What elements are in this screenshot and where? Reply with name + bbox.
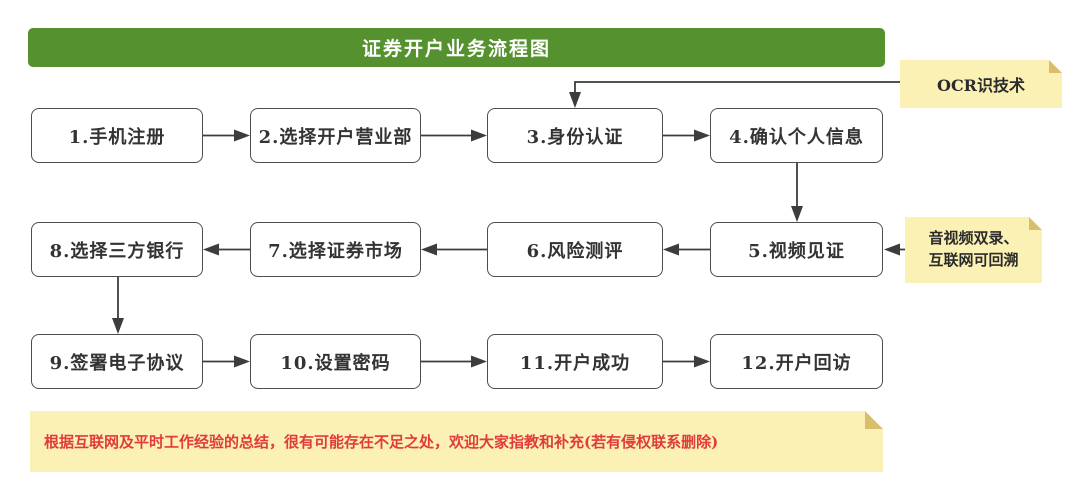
sticky-note-ocr: OCR识技术 [900, 60, 1062, 108]
flow-node-6-risk-assessment: 6.风险测评 [487, 222, 663, 277]
arrow-node3-node4 [663, 129, 710, 142]
flow-node-7-choose-market: 7.选择证券市场 [250, 222, 421, 277]
note-fold-corner-icon [1029, 217, 1042, 230]
sticky-note-disclaimer: 根据互联网及平时工作经验的总结，很有可能存在不足之处，欢迎大家指教和补充(若有侵… [30, 411, 883, 472]
flow-node-10-set-password: 10.设置密码 [250, 334, 421, 389]
note-fold-corner-icon [1049, 60, 1062, 73]
flow-node-8-choose-bank: 8.选择三方银行 [31, 222, 203, 277]
flow-node-12-follow-up-visit: 12.开户回访 [710, 334, 883, 389]
flow-node-9-sign-agreement: 9.签署电子协议 [31, 334, 203, 389]
sticky-note-video-text: 音视频双录、 互联网可回溯 [928, 229, 1019, 269]
flow-node-2-choose-branch: 2.选择开户营业部 [250, 108, 421, 163]
diagram-title-bar: 证券开户业务流程图 [28, 28, 885, 67]
flow-node-4-confirm-info: 4.确认个人信息 [710, 108, 883, 163]
flow-node-5-video-witness: 5.视频见证 [710, 222, 883, 277]
arrow-ocr-note-node3 [569, 81, 900, 108]
diagram-title: 证券开户业务流程图 [361, 38, 551, 60]
arrow-node2-node3 [421, 129, 487, 142]
arrow-node6-node7 [421, 243, 487, 256]
flow-node-3-identity-verify: 3.身份认证 [487, 108, 663, 163]
arrow-node10-node11 [421, 355, 487, 368]
sticky-note-disclaimer-text: 根据互联网及平时工作经验的总结，很有可能存在不足之处，欢迎大家指教和补充(若有侵… [44, 433, 719, 451]
arrow-node8-node9 [112, 277, 124, 334]
arrow-node7-node8 [203, 243, 250, 256]
arrow-node1-node2 [203, 129, 250, 142]
arrow-node5-node6 [663, 243, 710, 256]
arrow-node11-node12 [663, 355, 710, 368]
arrow-video-note-node5 [884, 243, 905, 256]
flow-node-1-mobile-register: 1.手机注册 [31, 108, 203, 163]
flow-node-11-account-opened: 11.开户成功 [487, 334, 663, 389]
arrow-node9-node10 [203, 355, 250, 368]
sticky-note-ocr-text: OCR识技术 [937, 76, 1025, 95]
sticky-note-video-record: 音视频双录、 互联网可回溯 [905, 217, 1042, 283]
arrow-node4-node5 [791, 163, 803, 222]
note-fold-corner-icon [865, 411, 883, 429]
